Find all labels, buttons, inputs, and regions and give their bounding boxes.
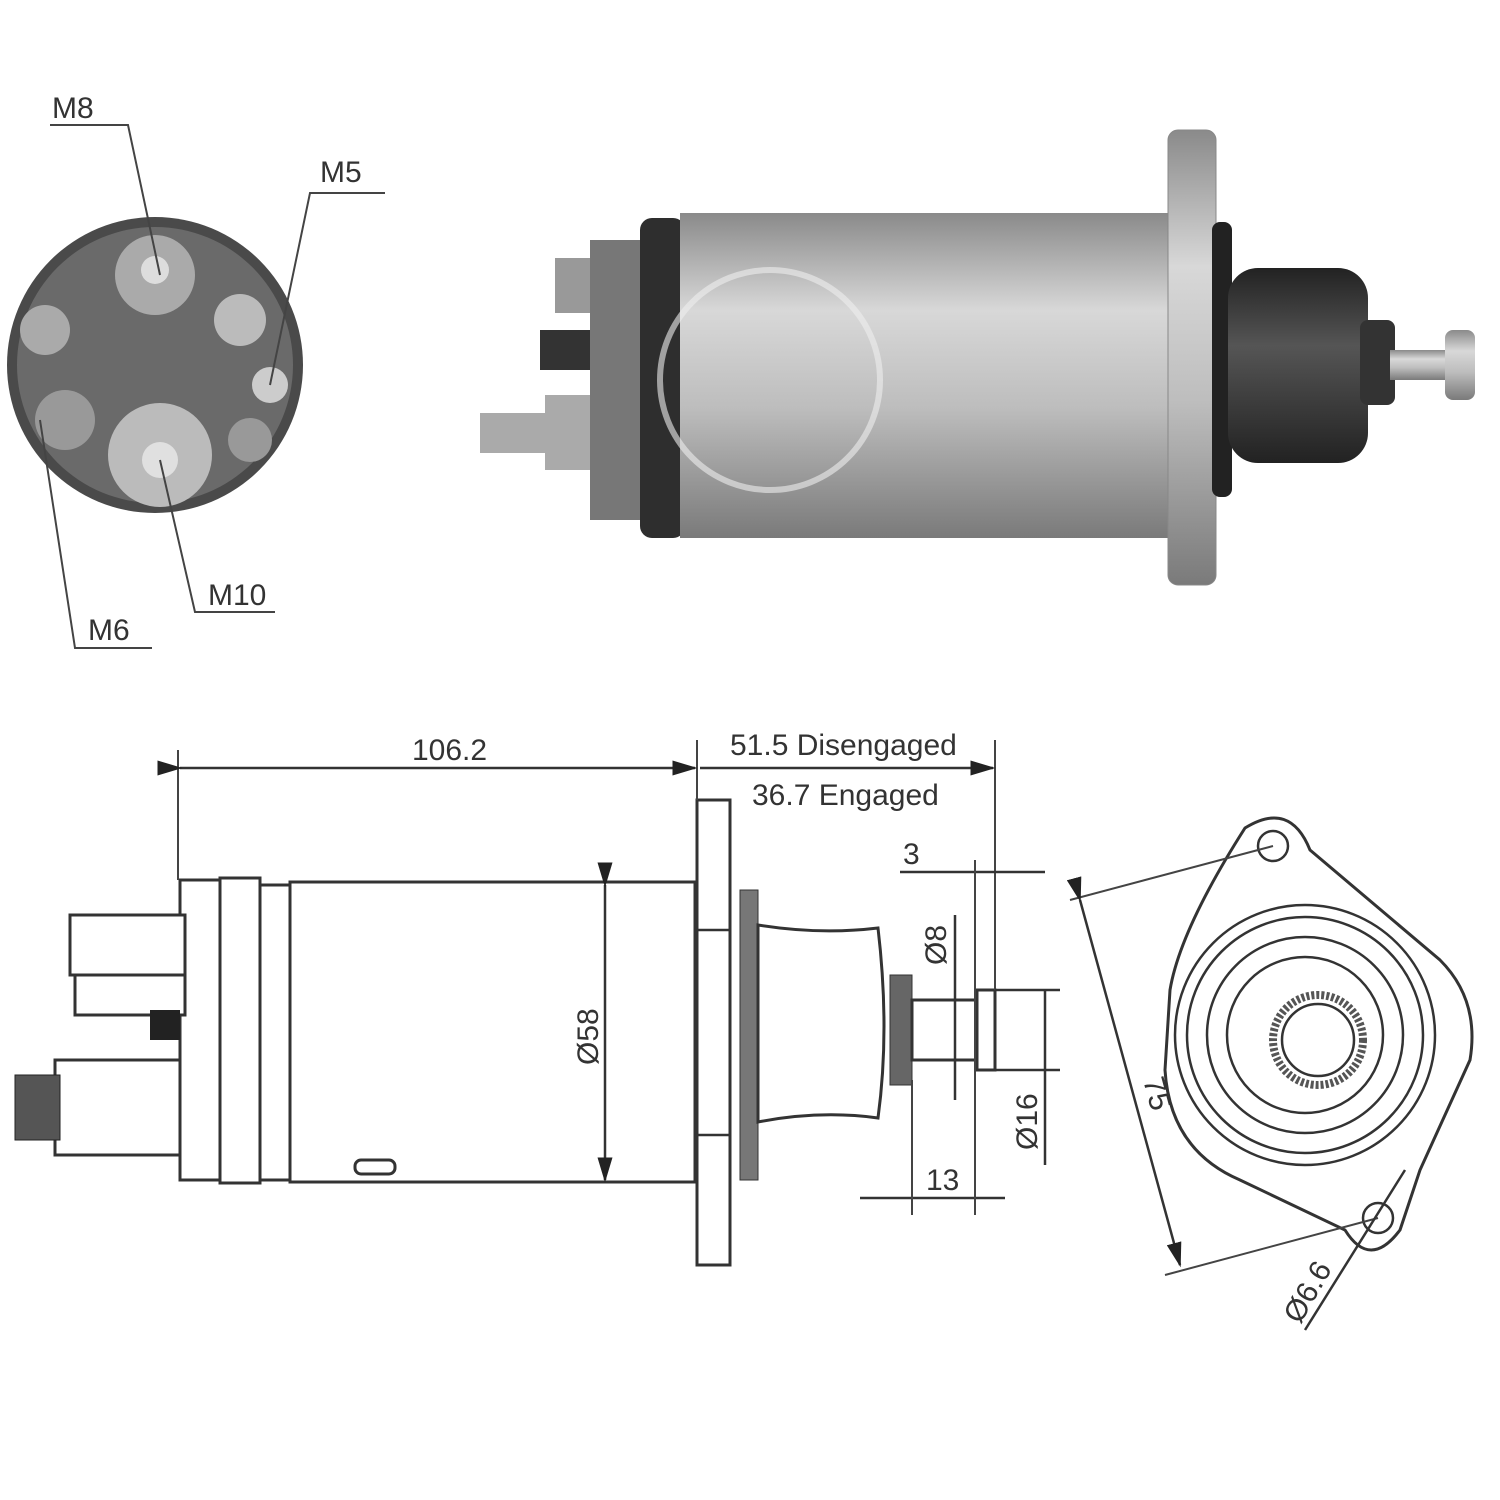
dimension-lines xyxy=(157,740,1060,1215)
dim-washer-thickness: 3 xyxy=(903,838,920,871)
dim-disengaged: 51.5 Disengaged xyxy=(730,729,957,762)
dim-shaft-diameter: Ø8 xyxy=(920,925,953,965)
dim-shaft-length: 13 xyxy=(926,1164,959,1197)
label-m10: M10 xyxy=(208,579,266,612)
side-view-photo xyxy=(480,129,1475,586)
end-view-photo xyxy=(7,217,303,513)
end-view-leaders xyxy=(39,124,385,649)
label-m6: M6 xyxy=(88,614,130,647)
front-view-drawing xyxy=(1066,816,1474,1331)
dim-engaged: 36.7 Engaged xyxy=(752,779,939,812)
label-m8: M8 xyxy=(52,92,94,125)
m6-terminal xyxy=(35,390,95,450)
dim-body-length: 106.2 xyxy=(412,734,487,767)
dim-body-diameter: Ø58 xyxy=(572,1008,605,1065)
dim-tip-diameter: Ø16 xyxy=(1011,1093,1044,1150)
side-view-drawing xyxy=(14,798,997,1267)
label-m5: M5 xyxy=(320,156,362,189)
